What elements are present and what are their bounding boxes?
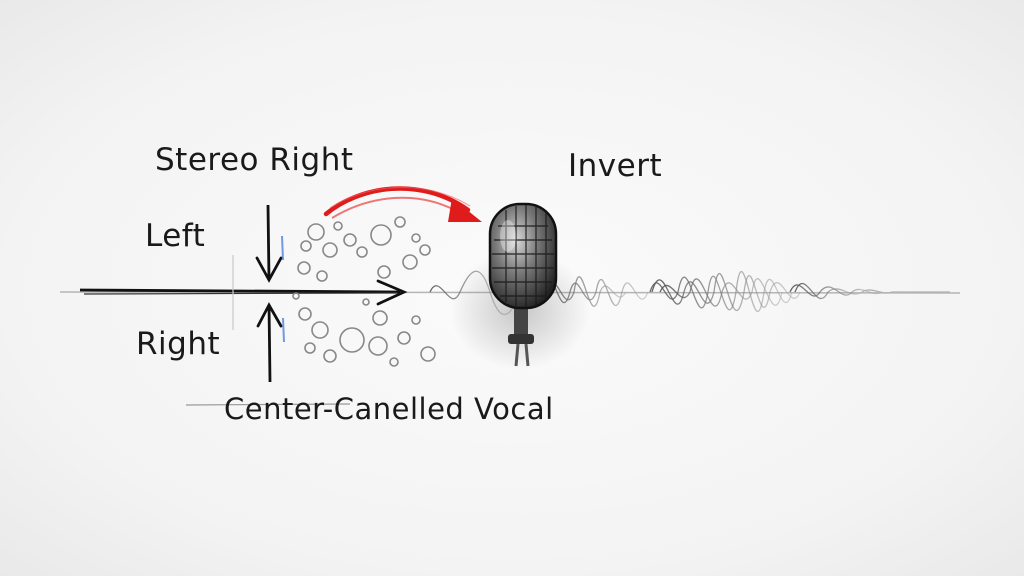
- invert-label: Invert: [568, 148, 663, 184]
- right-channel-label: Right: [136, 326, 221, 362]
- left-channel-label: Left: [145, 218, 206, 254]
- center-cancelled-label: Center-Canelled Vocal: [224, 392, 554, 426]
- left-down-arrow: [255, 204, 284, 283]
- microphone-icon: [450, 202, 590, 370]
- right-up-arrow: [256, 302, 285, 383]
- center-label-underline: [185, 403, 351, 406]
- vocal-particles: [292, 216, 436, 367]
- stereo-right-label: Stereo Right: [155, 142, 354, 178]
- waveform: [429, 270, 950, 316]
- curved-arrow-icon: [323, 186, 482, 222]
